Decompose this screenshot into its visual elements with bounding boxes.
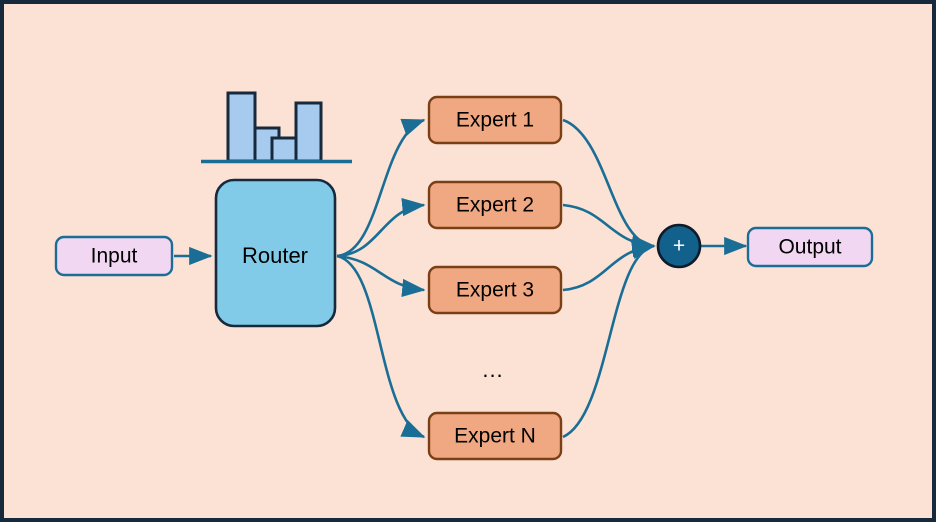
- input-label: Input: [91, 245, 138, 268]
- router-node[interactable]: Router: [214, 178, 337, 328]
- expert-1-box[interactable]: [427, 95, 563, 145]
- expert-n-box[interactable]: [427, 411, 563, 461]
- router-label: Router: [242, 243, 308, 268]
- sum-circle[interactable]: [656, 223, 702, 269]
- router-box[interactable]: [214, 178, 337, 328]
- sum-node[interactable]: +: [656, 223, 702, 269]
- expert-3-node[interactable]: Expert 3: [427, 265, 563, 315]
- arrow-expert-3-to-sum: [562, 238, 656, 292]
- expert-n-node[interactable]: Expert N: [427, 411, 563, 461]
- expert-1-label: Expert 1: [456, 109, 534, 132]
- expert-3-label: Expert 3: [456, 279, 534, 302]
- output-label: Output: [778, 236, 841, 259]
- input-box[interactable]: [54, 235, 174, 277]
- output-box[interactable]: [746, 226, 874, 268]
- expert-n-label: Expert N: [454, 425, 536, 448]
- diagram-svg: Input Router Expert 1 Expert 2 Expert 3 …: [54, 91, 874, 461]
- expert-2-label: Expert 2: [456, 194, 534, 217]
- expert-2-node[interactable]: Expert 2: [427, 180, 563, 230]
- experts-ellipsis: ...: [482, 357, 503, 382]
- histogram-bar-1: [226, 91, 257, 163]
- output-node[interactable]: Output: [746, 226, 874, 268]
- arrow-router-to-expert-1: [336, 118, 426, 258]
- histogram-bar-4: [294, 101, 323, 163]
- expert-2-box[interactable]: [427, 180, 563, 230]
- arrow-router-to-expert-3: [336, 254, 426, 297]
- expert-1-node[interactable]: Expert 1: [427, 95, 563, 145]
- expert-3-box[interactable]: [427, 265, 563, 315]
- arrow-router-to-expert-n: [336, 254, 426, 439]
- plus-icon: +: [673, 235, 685, 258]
- histogram-bar-3: [270, 136, 298, 163]
- input-node[interactable]: Input: [54, 235, 174, 277]
- arrow-router-to-expert-2: [336, 198, 426, 258]
- arrow-expert-n-to-sum: [562, 241, 656, 439]
- histogram-icon: [201, 91, 352, 164]
